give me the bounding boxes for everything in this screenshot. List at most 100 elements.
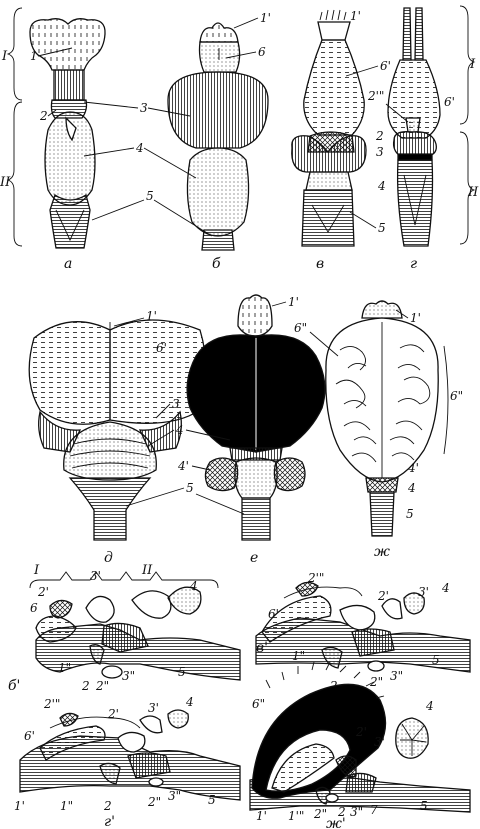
label-2-a: 2: [39, 109, 48, 123]
label-4p-e: 4': [177, 459, 189, 473]
label-6pp-zhsec: 6": [252, 697, 265, 711]
label-6p-v: 6': [380, 59, 391, 73]
label-1pp-gsec: 1": [60, 799, 73, 813]
label-panel-b: б: [212, 256, 221, 272]
label-2pp-vsec: 2": [369, 675, 383, 689]
label-panel-g: г: [410, 256, 417, 272]
label-1-a: 1: [30, 49, 38, 63]
label-3-mid: 3: [172, 397, 180, 411]
roman-I-left: I: [1, 49, 8, 64]
brain-v: в: [291, 9, 367, 272]
label-6-b: 6: [258, 45, 266, 59]
label-5-g: 5: [378, 221, 386, 235]
label-1pp-vsec: 1": [292, 649, 305, 663]
brain-e: е: [186, 294, 326, 566]
label-2-g: 2: [375, 129, 384, 143]
label-6-bsec: 6: [30, 601, 38, 615]
label-3-g: 3: [376, 145, 384, 159]
label-panel-a: а: [64, 256, 72, 272]
label-3pp-zhsec: 3": [350, 805, 363, 819]
label-5-top: 5: [146, 189, 154, 203]
label-7-zhsec: 7: [370, 803, 378, 817]
label-1p-zh: 1': [410, 311, 421, 325]
roman-II-left: II: [0, 175, 11, 190]
brain-b: б: [167, 22, 269, 272]
bracket-left: I II: [0, 7, 23, 247]
section-zh-prime: 6" 2' 3' 4 1' 1'" 2" 2 3" 7 5 ж': [249, 661, 471, 829]
brain-d: д: [28, 319, 207, 566]
label-panel-d: д: [104, 550, 113, 566]
label-5-zhsec: 5: [420, 799, 428, 813]
label-2pp-bsec: 2": [95, 679, 109, 693]
label-3pp-gsec: 3": [168, 789, 181, 803]
label-6pp-e: 6": [294, 321, 307, 335]
label-4-g: 4: [377, 179, 386, 193]
brain-a: а: [29, 18, 106, 272]
label-2p-vsec: 2': [377, 589, 389, 603]
label-5-bsec: 5: [178, 665, 186, 679]
label-4-bsec: 4: [189, 579, 198, 593]
label-6p-vsec: 6': [268, 607, 279, 621]
label-2p-gsec: 2': [107, 707, 119, 721]
label-section-v: в': [256, 640, 268, 656]
section-g-prime: 2'" 2' 3' 4 6' 1' 1" 2 2" 3" 5 г': [14, 695, 241, 829]
label-2pp-gsec: 2": [147, 795, 161, 809]
label-1ppp-zhsec: 1'": [288, 809, 304, 823]
label-2-bsec: 2: [81, 679, 90, 693]
label-4-gsec: 4: [185, 695, 194, 709]
label-2pp-zhsec: 2": [313, 807, 327, 821]
label-2ppp-gsec: 2'": [43, 697, 60, 711]
label-3p-zhsec: 3': [374, 735, 385, 749]
label-panel-v: в: [316, 256, 324, 272]
label-1p-d: 1': [146, 309, 157, 323]
label-4-zh: 4: [407, 481, 416, 495]
section-v-prime: 2'" 2' 3' 4 6' 1" 2 2" 3" 5 в': [255, 571, 471, 693]
label-5-gsec: 5: [208, 793, 216, 807]
label-2ppp-vsec: 2'": [307, 571, 324, 585]
label-3p-bsec: 3': [90, 569, 101, 583]
roman-II-right: II: [467, 185, 479, 200]
brain-g: г: [387, 7, 441, 272]
label-4-top: 4: [135, 141, 144, 155]
label-6p-g: 6': [444, 95, 455, 109]
label-3-top: 3: [140, 101, 148, 115]
label-5-vsec: 5: [432, 653, 440, 667]
middle-row-labels: 1' 6' 3 4 4' 5 1' 6" 1' 6" 4' 4 5: [113, 295, 463, 521]
brain-zh: ж: [325, 300, 439, 560]
label-panel-e: е: [250, 550, 258, 566]
label-6p-gsec: 6': [24, 729, 35, 743]
bracket-right: I II: [459, 5, 479, 245]
top-row-labels: 1 2 3 4 5 1' 6 1' 6' 6' 2'" 2 3 4 5: [30, 9, 455, 237]
label-3pp-vsec: 3": [390, 669, 403, 683]
label-4-vsec: 4: [441, 581, 450, 595]
label-3pp-bsec: 3": [122, 669, 135, 683]
label-1p-e: 1': [288, 295, 299, 309]
roman-I-right: I: [469, 57, 476, 72]
label-6p-d: 6': [156, 341, 167, 355]
label-section-b: б': [8, 678, 20, 694]
label-section-zh: ж': [326, 816, 346, 829]
label-5-zh: 5: [406, 507, 414, 521]
label-1p-v: 1': [350, 9, 361, 23]
label-2p-bsec: 2': [37, 585, 49, 599]
label-6pp-zh: 6": [450, 389, 463, 403]
label-2-gsec: 2: [103, 799, 112, 813]
label-1p-gsec: 1': [14, 799, 25, 813]
roman-I-section: I: [33, 563, 40, 578]
label-2ppp-g: 2'": [367, 89, 384, 103]
label-1p-b: 1': [260, 11, 271, 25]
label-2p-zhsec: 2': [355, 725, 367, 739]
label-panel-zh: ж: [374, 544, 390, 560]
label-3p-vsec: 3': [418, 585, 429, 599]
label-3p-gsec: 3': [148, 701, 159, 715]
label-5-mid: 5: [186, 481, 194, 495]
label-1pp-bsec: 1": [58, 661, 71, 675]
label-section-g: г': [104, 814, 115, 829]
label-4-mid: 4: [175, 423, 184, 437]
label-1p-zhsec: 1': [256, 809, 267, 823]
section-b-prime: I 3' II 6 2' 4 1" 2 2" 3" 5 б': [8, 563, 241, 694]
roman-II-section: II: [141, 563, 153, 578]
label-4-zhsec: 4: [425, 699, 434, 713]
label-4p-zh: 4': [407, 461, 419, 475]
